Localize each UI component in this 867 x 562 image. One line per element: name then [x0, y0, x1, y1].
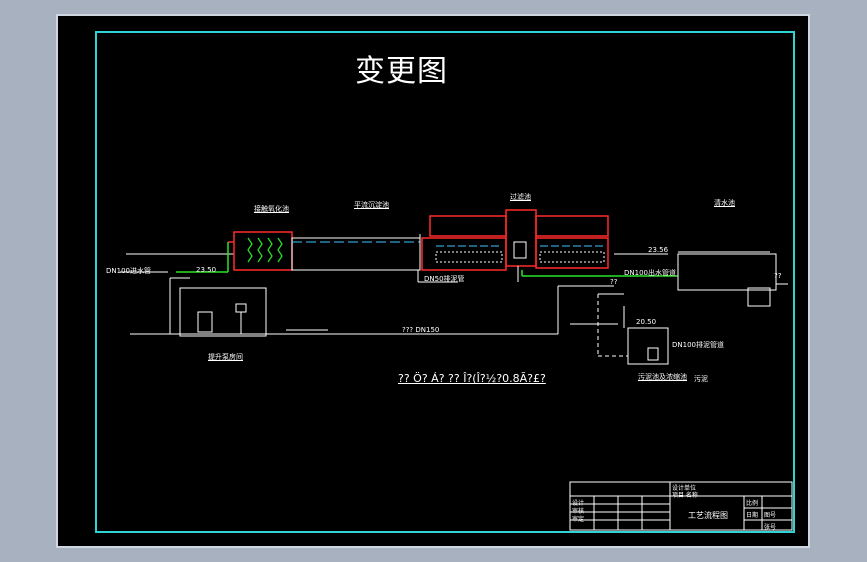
tb-sheet: 图号 [764, 512, 777, 519]
sludge-tank [623, 306, 669, 365]
label-sludge-note: 污泥 [694, 375, 708, 383]
tank-sedimentation [291, 234, 421, 271]
label-inlet-pipe: DN100进水管 [106, 267, 151, 275]
tank-contact-oxidation [176, 231, 293, 273]
tb-date: 日期 [746, 512, 759, 519]
sludge-return-pipe [176, 285, 628, 357]
drawing-note: ?? Ö? Á? ?? Î?(Î?½?0.8Ã?£? [398, 372, 546, 385]
drawing-sheet: 变更图 接触氧化池 平流沉淀池 过滤池 清水池 提升泵房间 污泥池及浓缩池 DN… [56, 14, 810, 548]
tb-scale: 比例 [746, 500, 759, 507]
label-sludge-tank: 污泥池及浓缩池 [638, 373, 687, 381]
label-level3: 20.50 [636, 318, 657, 326]
tb-row1: 设计单位 [672, 485, 697, 492]
label-pipe2: DN50排泥管 [424, 275, 465, 283]
tb-designer: 设计 [572, 500, 585, 507]
ground-lines [120, 251, 770, 335]
label-tank1: 接触氧化池 [254, 205, 289, 213]
label-level1: 23.50 [196, 266, 217, 274]
tb-row2: 项目 名称 [672, 492, 698, 499]
tb-no: 张号 [764, 524, 777, 531]
tank-clear-water [677, 253, 788, 307]
label-level2: 23.56 [648, 246, 669, 254]
label-tank3: 过滤池 [510, 193, 531, 201]
pipe-to-clear-water [521, 270, 678, 277]
process-diagram [95, 31, 795, 533]
label-dim: ?? [610, 278, 618, 286]
label-pipe3: DN100出水管道 [624, 269, 676, 277]
pump-room [169, 277, 267, 337]
tank-filter [417, 209, 609, 283]
drawing-title: 变更图 [355, 54, 448, 89]
label-pipe4: DN100排泥管道 [672, 341, 724, 349]
label-pipe5: ??? DN150 [402, 326, 440, 334]
title-block [569, 481, 793, 531]
label-tank4: 清水池 [714, 199, 735, 207]
tb-checker: 审核 [572, 508, 585, 515]
label-tank2: 平流沉淀池 [354, 201, 389, 209]
label-marks: ?? [774, 272, 782, 280]
label-pump-room: 提升泵房间 [208, 353, 243, 361]
inner-frame [95, 31, 795, 533]
tb-approver: 审定 [572, 516, 585, 523]
tb-drawing-name: 工艺流程图 [688, 511, 728, 520]
